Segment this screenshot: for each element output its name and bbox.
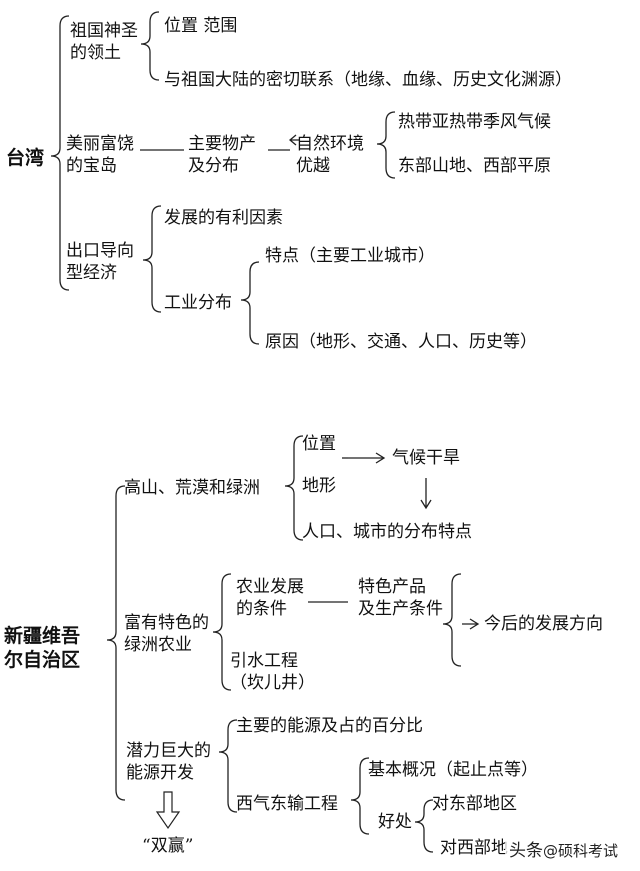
pipeline-benefits: 好处 [378,812,412,832]
brace-environment [376,111,396,179]
industry-item-features: 特点（主要工业城市） [265,246,435,266]
terrain-distribution: 人口、城市的分布特点 [302,522,472,542]
brace-future [442,573,462,667]
watermark: 头条@硕科考试 [505,836,623,861]
agriculture-label: 富有特色的 绿洲农业 [124,613,209,655]
brace-agriculture [212,573,232,691]
taiwan-title: 台湾 [6,147,45,169]
terrain-landform: 地形 [302,476,336,496]
arrow-env-to-products [288,134,300,146]
territory-item-ties: 与祖国大陆的密切联系（地缘、血缘、历史文化渊源） [164,70,572,90]
environment-label: 自然环境 优越 [296,134,364,176]
territory-item-position: 位置 范围 [164,16,238,36]
terrain-position: 位置 [302,434,336,454]
env-item-climate: 热带亚热带季风气候 [398,112,551,132]
benefit-east: 对东部地区 [432,794,517,814]
brace-benefits [414,799,434,853]
watermark-prefix: 头条 [509,841,543,861]
agriculture-future: 今后的发展方向 [484,614,603,634]
industry-label: 工业分布 [164,293,232,313]
agriculture-irrigation: 引水工程 （坎儿井） [230,651,315,693]
terrain-label: 高山、荒漠和绿洲 [124,478,260,498]
env-item-terrain: 东部山地、西部平原 [398,156,551,176]
economy-factors: 发展的有利因素 [164,208,283,228]
brace-taiwan [50,15,70,291]
arrow-win-win [155,791,181,830]
industry-item-reasons: 原因（地形、交通、人口、历史等） [265,332,537,352]
brace-xinjiang [106,485,126,801]
territory-label: 祖国神圣 的领土 [70,21,138,63]
brace-economy [142,205,162,313]
agriculture-conditions: 农业发展 的条件 [236,577,304,619]
energy-main: 主要的能源及占的百分比 [236,716,423,736]
products-label: 主要物产 及分布 [188,134,256,176]
energy-pipeline: 西气东输工程 [236,794,338,814]
arrow-climate-down [420,478,432,510]
win-win-label: “双赢” [142,836,194,856]
brace-territory [140,11,160,81]
arrow-to-climate [348,452,386,464]
terrain-climate: 气候干旱 [392,448,460,468]
brace-terrain [284,435,304,541]
agriculture-products: 特色产品 及生产条件 [358,577,443,619]
watermark-handle: @硕科考试 [543,842,619,860]
xinjiang-title: 新疆维吾 尔自治区 [4,625,81,671]
brace-industry [240,261,260,345]
economy-label: 出口导向 型经济 [66,241,134,283]
pipeline-overview: 基本概况（起止点等） [368,760,538,780]
benefit-west: 对西部地 [440,838,508,858]
arrow-to-future [462,618,480,630]
brace-energy [218,719,238,813]
brace-pipeline [350,757,370,835]
treasure-label: 美丽富饶 的宝岛 [66,134,134,176]
energy-label: 潜力巨大的 能源开发 [126,741,211,783]
